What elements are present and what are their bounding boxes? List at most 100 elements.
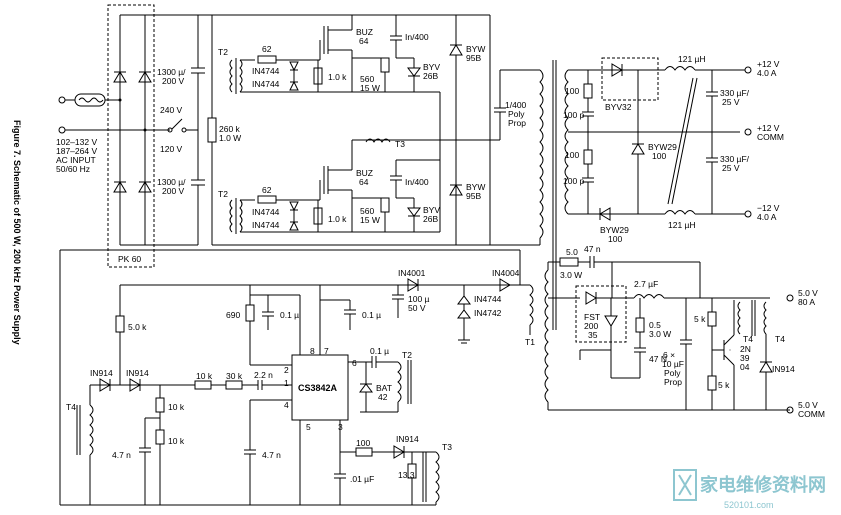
svg-text:47 N: 47 N [649, 354, 667, 364]
svg-text:0.1 µ: 0.1 µ [362, 310, 381, 320]
resistor-icon [257, 195, 277, 204]
svg-text:BYW29: BYW29 [648, 142, 677, 152]
coil-icon [397, 361, 402, 403]
svg-text:4.7 n: 4.7 n [262, 450, 281, 460]
transformer-t2-upper: T2 [218, 47, 228, 57]
zener-icon [289, 201, 299, 212]
svg-text:IN4742: IN4742 [474, 308, 502, 318]
svg-text:0.1 µ: 0.1 µ [280, 310, 299, 320]
coil-icon [89, 404, 94, 456]
svg-text:330 µF/: 330 µF/ [720, 88, 750, 98]
transformer-t2-lower: T2 [218, 189, 228, 199]
svg-text:3.0 W: 3.0 W [649, 329, 671, 339]
resistor-icon [583, 83, 593, 99]
svg-text:1300 µ/: 1300 µ/ [157, 67, 186, 77]
svg-text:100: 100 [356, 438, 370, 448]
svg-text:1.0 k: 1.0 k [328, 72, 347, 82]
svg-text:3.0 W: 3.0 W [560, 270, 582, 280]
svg-text:25 V: 25 V [722, 97, 740, 107]
resistor-icon [707, 311, 717, 327]
coil-icon [763, 301, 767, 335]
diode-icon [449, 44, 463, 56]
diode-icon [611, 63, 623, 77]
svg-text:95B: 95B [466, 191, 481, 201]
resistor-icon [635, 317, 645, 333]
svg-text:1.0 k: 1.0 k [328, 214, 347, 224]
transistor-label: 2N [740, 344, 751, 354]
svg-text:BYW: BYW [466, 182, 485, 192]
svg-text:15 W: 15 W [360, 83, 380, 93]
secondary-12v: 100 100 p 100 100 p BYV32 BYW29 100 BYW2… [563, 54, 784, 244]
svg-text:47 n: 47 n [584, 244, 601, 254]
svg-text:95B: 95B [466, 53, 481, 63]
input-range-2: 187–264 V [56, 146, 97, 156]
svg-text:Prop: Prop [508, 118, 526, 128]
terminal-icon [786, 406, 794, 414]
svg-text:2.2 n: 2.2 n [254, 370, 273, 380]
svg-text:T2: T2 [402, 350, 412, 360]
svg-text:4: 4 [284, 400, 289, 410]
svg-text:8: 8 [310, 346, 315, 356]
diode-icon [99, 378, 111, 392]
resistor-icon [155, 397, 165, 413]
svg-text:IN4744: IN4744 [474, 294, 502, 304]
inductor-icon [664, 66, 696, 71]
svg-text:FST: FST [584, 312, 600, 322]
svg-text:In/400: In/400 [405, 32, 429, 42]
midpoint-t3: T3 1/400 Poly Prop [352, 70, 527, 149]
terminal-icon [786, 294, 794, 302]
upper-gate-driver: T2 62 IN4744 IN4744 1.0 k BUZ 64 560 15 … [218, 15, 485, 245]
svg-text:560: 560 [360, 74, 374, 84]
svg-text:100 p: 100 p [563, 176, 585, 186]
svg-text:In/400: In/400 [405, 177, 429, 187]
figure-caption: Figure 7. Schematic of 500 W, 200 kHz Po… [12, 120, 22, 345]
svg-text:10 k: 10 k [168, 402, 185, 412]
output-plus12-comm: +12 V [757, 123, 780, 133]
svg-text:BYW29: BYW29 [600, 225, 629, 235]
svg-text:IN4004: IN4004 [492, 268, 520, 278]
svg-text:T4: T4 [775, 334, 785, 344]
svg-text:690: 690 [226, 310, 240, 320]
svg-text:.01 µF: .01 µF [350, 474, 374, 484]
svg-text:64: 64 [359, 177, 369, 187]
mosfet-upper-label: BUZ [356, 27, 373, 37]
switch-240v: 240 V [160, 105, 183, 115]
svg-text:35: 35 [588, 330, 598, 340]
svg-text:IN914: IN914 [90, 368, 113, 378]
resistor-icon [207, 117, 217, 143]
svg-text:80 A: 80 A [798, 297, 815, 307]
terminal-icon [744, 66, 752, 74]
svg-text:121 µH: 121 µH [668, 220, 696, 230]
svg-text:42: 42 [378, 392, 388, 402]
svg-text:25 V: 25 V [722, 163, 740, 173]
resistor-icon [559, 257, 579, 267]
voltage-selector-switch: 240 V 120 V [160, 105, 198, 154]
coil-icon [737, 301, 741, 335]
diode-icon [359, 383, 373, 393]
svg-text:39: 39 [740, 353, 750, 363]
input-label: AC INPUT [56, 155, 96, 165]
coil-icon [229, 199, 233, 233]
svg-text:30 k: 30 k [226, 371, 243, 381]
secondary-5v: 5.0 3.0 W 47 n FST 200 35 0.5 3.0 W 47 N [544, 244, 825, 419]
resistor-icon [225, 380, 243, 390]
svg-text:5 k: 5 k [694, 314, 706, 324]
svg-text:Poly: Poly [508, 109, 525, 119]
svg-text:64: 64 [359, 36, 369, 46]
coil-icon [529, 284, 534, 326]
bridge-box [107, 4, 155, 268]
coil-icon [229, 59, 233, 93]
svg-text:121 µH: 121 µH [678, 54, 706, 64]
svg-text:BAT: BAT [376, 383, 392, 393]
diode-icon [599, 207, 611, 221]
diode-icon [138, 71, 152, 83]
svg-text:T4: T4 [743, 334, 753, 344]
zener-icon [289, 61, 299, 72]
svg-text:IN4001: IN4001 [398, 268, 426, 278]
svg-text:5: 5 [306, 422, 311, 432]
svg-text:26B: 26B [423, 71, 438, 81]
lower-gate-driver: T2 62 IN4744 IN4744 1.0 k BUZ 64 560 15 … [218, 140, 485, 234]
transformer-t3-label: T3 [395, 139, 405, 149]
svg-text:200: 200 [584, 321, 598, 331]
